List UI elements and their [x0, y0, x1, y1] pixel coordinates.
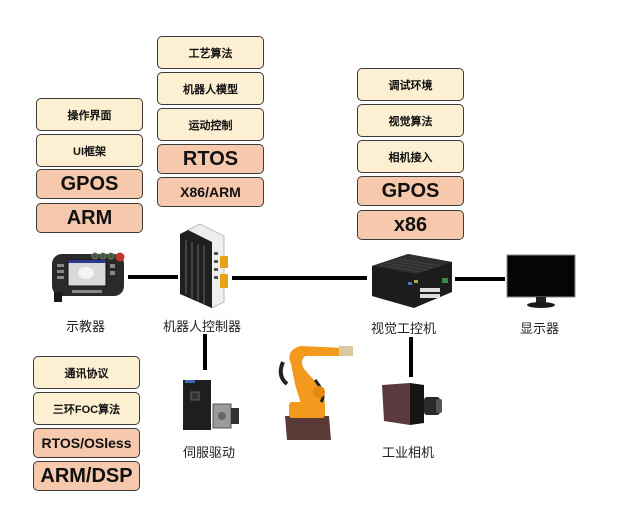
- layer-label: X86/ARM: [180, 184, 241, 200]
- layer-hardware: x86: [357, 210, 464, 240]
- monitor-label: 显示器: [520, 322, 560, 337]
- layer-comm-protocol: 通讯协议: [33, 356, 140, 389]
- robot-arm-device: [275, 340, 357, 448]
- layer-camera-access: 相机接入: [357, 140, 464, 173]
- layer-label: UI框架: [73, 145, 106, 158]
- layer-process-algorithm: 工艺算法: [157, 36, 264, 69]
- servo-drive-device: [181, 378, 241, 438]
- vision-ipc-device: [368, 250, 456, 316]
- link-ipc-camera: [409, 337, 413, 377]
- layer-label: RTOS: [182, 147, 239, 170]
- robot-controller-icon: [180, 223, 228, 309]
- layer-label: 通讯协议: [64, 367, 109, 380]
- servo-drive-icon: [183, 380, 239, 430]
- layer-robot-model: 机器人模型: [157, 72, 264, 105]
- layer-label: 调试环境: [388, 79, 433, 92]
- layer-hardware: X86/ARM: [157, 177, 264, 207]
- layer-label: ARM: [66, 206, 113, 229]
- layer-motion-control: 运动控制: [157, 108, 264, 141]
- robot-controller-label: 机器人控制器: [163, 320, 242, 335]
- layer-foc-algorithm: 三环FOC算法: [33, 392, 140, 425]
- industrial-camera-device: [380, 381, 446, 433]
- teach-pendant-label: 示教器: [66, 320, 106, 335]
- layer-label: GPOS: [381, 179, 440, 202]
- industrial-robot-arm-icon: [278, 346, 353, 440]
- link-controller-ipc: [232, 276, 367, 280]
- layer-label: 机器人模型: [183, 83, 238, 96]
- layer-label: 操作界面: [67, 109, 112, 122]
- monitor-device: [505, 253, 577, 313]
- layer-label: RTOS/OSless: [41, 435, 132, 451]
- layer-ui-framework: UI框架: [36, 134, 143, 167]
- layer-os: GPOS: [357, 176, 464, 206]
- servo-drive-label: 伺服驱动: [183, 446, 236, 461]
- layer-label: 工艺算法: [188, 47, 233, 60]
- layer-hardware: ARM/DSP: [33, 461, 140, 491]
- robot-controller-device: [178, 222, 234, 314]
- layer-label: 三环FOC算法: [52, 403, 121, 416]
- link-pendant-controller: [128, 275, 178, 279]
- layer-vision-algorithm: 视觉算法: [357, 104, 464, 137]
- layer-os: RTOS: [157, 144, 264, 174]
- layer-label: GPOS: [60, 172, 119, 195]
- teach-pendant-device: [50, 248, 128, 308]
- layer-label: 相机接入: [388, 151, 433, 164]
- link-ipc-monitor: [455, 277, 505, 281]
- industrial-camera-icon: [382, 383, 442, 425]
- layer-os: GPOS: [36, 169, 143, 199]
- vision-ipc-icon: [372, 254, 452, 308]
- layer-label: 视觉算法: [388, 115, 433, 128]
- layer-label: x86: [393, 213, 428, 236]
- layer-label: ARM/DSP: [40, 464, 133, 487]
- link-controller-servo: [203, 334, 207, 370]
- layer-label: 运动控制: [188, 119, 233, 132]
- layer-hardware: ARM: [36, 203, 143, 233]
- monitor-icon: [506, 254, 576, 308]
- layer-ui-operation: 操作界面: [36, 98, 143, 131]
- teach-pendant-icon: [52, 252, 125, 302]
- vision-ipc-label: 视觉工控机: [371, 322, 437, 337]
- industrial-camera-label: 工业相机: [382, 446, 435, 461]
- layer-debug-env: 调试环境: [357, 68, 464, 101]
- layer-os: RTOS/OSless: [33, 428, 140, 458]
